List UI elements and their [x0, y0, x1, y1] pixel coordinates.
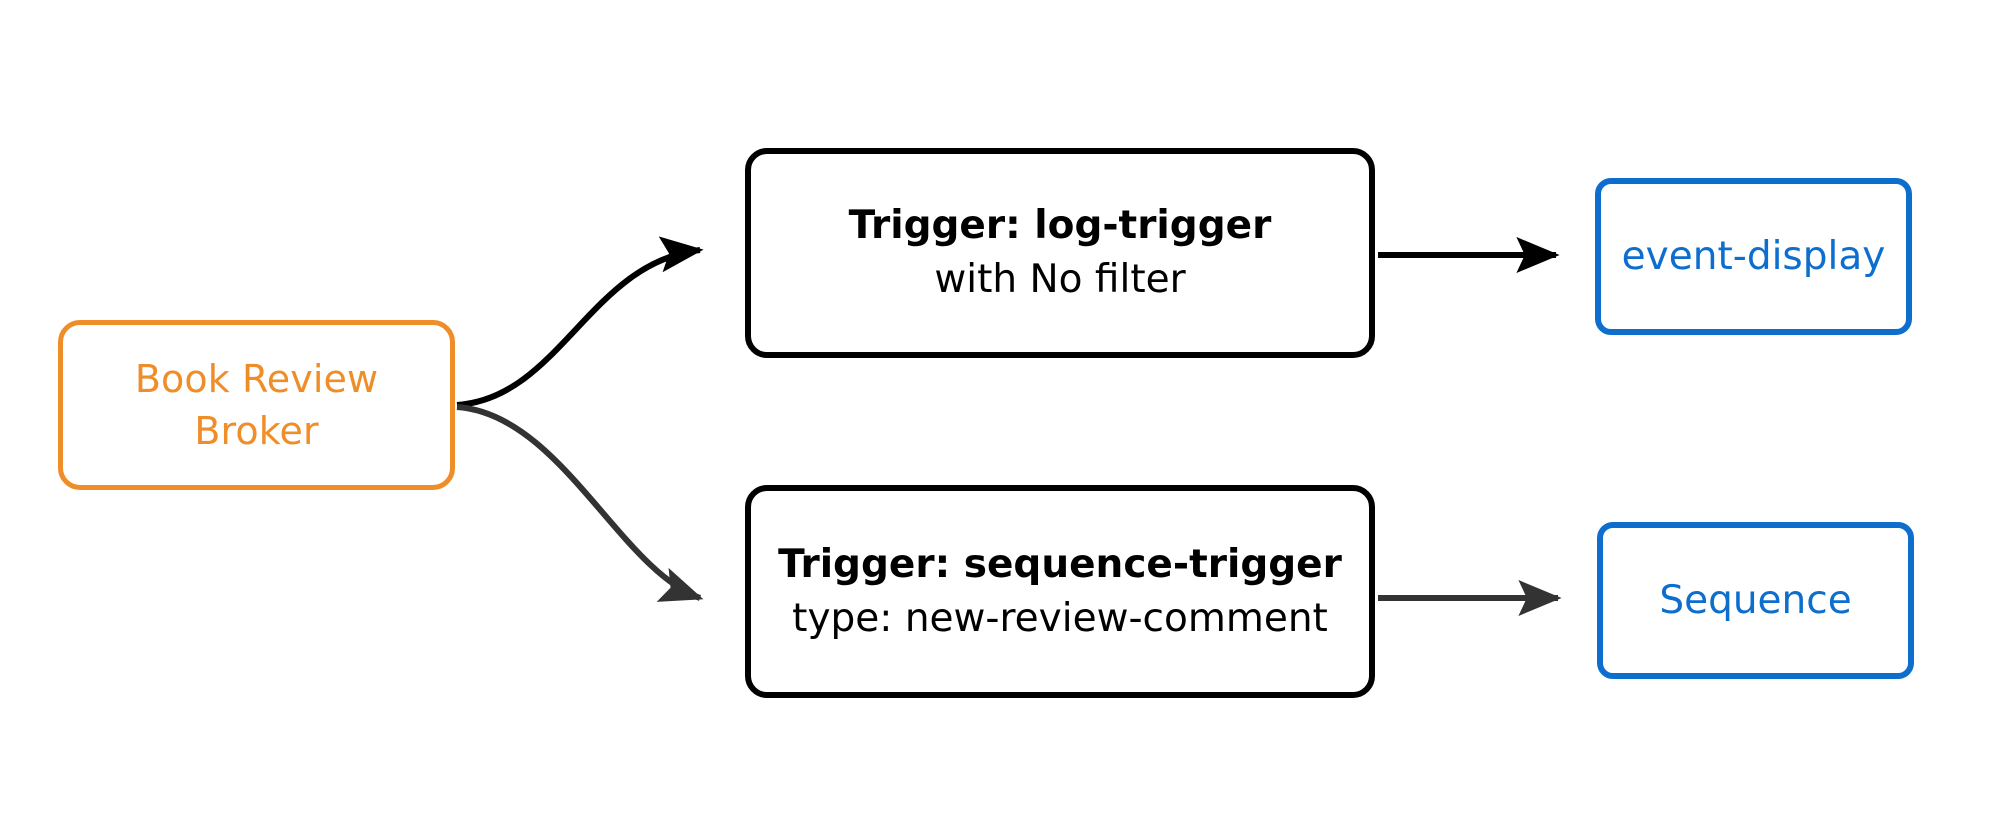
sequence-trigger-title: Trigger: sequence-trigger — [778, 541, 1342, 587]
edge-broker-to-log-trigger — [456, 236, 704, 408]
node-log-trigger[interactable]: Trigger: log-trigger with No filter — [745, 148, 1375, 358]
node-sequence[interactable]: Sequence — [1597, 522, 1914, 679]
event-display-label: event-display — [1621, 233, 1886, 279]
log-trigger-filter: with No filter — [934, 257, 1186, 302]
edge-broker-to-sequence-trigger — [456, 404, 704, 602]
sequence-trigger-filter: type: new-review-comment — [792, 595, 1328, 641]
broker-label-line-1: Book Review — [134, 357, 379, 401]
broker-label-line-2: Broker — [194, 409, 319, 453]
node-book-review-broker[interactable]: Book Review Broker — [58, 320, 455, 490]
sequence-label: Sequence — [1659, 577, 1852, 623]
node-sequence-trigger[interactable]: Trigger: sequence-trigger type: new-revi… — [745, 485, 1375, 698]
node-event-display[interactable]: event-display — [1595, 178, 1912, 335]
log-trigger-title: Trigger: log-trigger — [848, 203, 1272, 248]
